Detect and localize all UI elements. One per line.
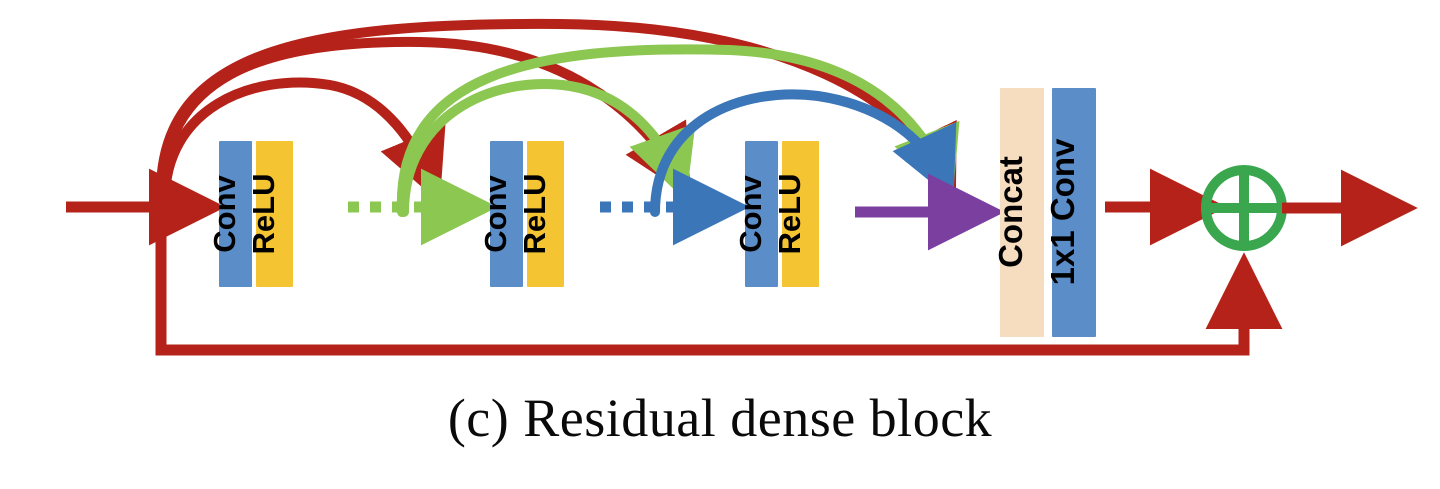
block-group-3: Conv ReLU xyxy=(733,141,819,287)
block-label-concat: Concat xyxy=(992,156,1029,268)
block-group-concat: Concat 1x1 Conv xyxy=(992,88,1096,337)
block-label-relu-2: ReLU xyxy=(517,174,552,255)
addition-operator[interactable] xyxy=(1201,165,1287,251)
block-label-conv-3: Conv xyxy=(733,174,768,252)
block-label-conv1x1: 1x1 Conv xyxy=(1044,138,1081,285)
block-rect-concat[interactable] xyxy=(1000,88,1044,337)
connection-dense-green-1 xyxy=(399,79,696,217)
block-label-relu-1: ReLU xyxy=(246,174,281,255)
block-rect-relu-2[interactable] xyxy=(527,141,564,287)
connection-residual-skip xyxy=(155,205,1283,356)
block-group-2: Conv ReLU xyxy=(478,141,564,287)
connection-dense-red-1 xyxy=(160,77,446,205)
figure-caption: (c) Residual dense block xyxy=(447,388,993,448)
block-label-relu-3: ReLU xyxy=(772,174,807,255)
block-rect-relu-1[interactable] xyxy=(256,141,293,287)
block-label-conv-1: Conv xyxy=(207,174,242,252)
block-label-conv-2: Conv xyxy=(478,174,513,252)
block-group-1: Conv ReLU xyxy=(207,141,293,287)
connection-dense-green-2 xyxy=(396,44,960,217)
block-rect-conv-1[interactable] xyxy=(219,141,252,287)
block-rect-conv1x1[interactable] xyxy=(1052,88,1096,337)
connection-dense-red-3 xyxy=(155,18,957,205)
block-rect-conv-3[interactable] xyxy=(745,141,778,287)
block-rect-relu-3[interactable] xyxy=(782,141,819,287)
block-rect-conv-2[interactable] xyxy=(490,141,523,287)
connection-dense-blue-1 xyxy=(650,89,957,217)
